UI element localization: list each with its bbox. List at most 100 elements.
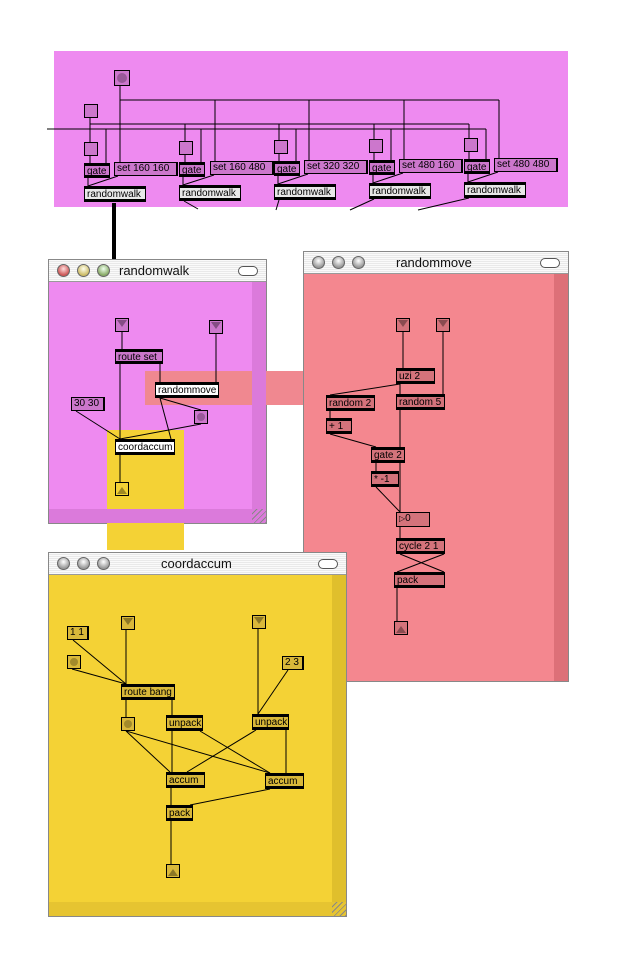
vertical-scrollbar[interactable] <box>252 282 266 509</box>
toolbar-toggle-button[interactable] <box>318 559 338 569</box>
selected-patch-cord[interactable] <box>112 203 116 259</box>
gate-object[interactable]: gate <box>179 162 205 177</box>
random-2-object[interactable]: random 2 <box>326 395 375 411</box>
resize-grip[interactable] <box>332 902 346 916</box>
bang[interactable] <box>194 410 208 424</box>
set-message[interactable]: set 480 480 <box>494 158 558 172</box>
bang-middle[interactable] <box>121 717 135 731</box>
close-button[interactable] <box>57 557 70 570</box>
resize-grip[interactable] <box>252 509 266 523</box>
randomwalk-object[interactable]: randomwalk <box>179 185 241 201</box>
gate-toggle[interactable] <box>84 142 98 156</box>
outlet[interactable] <box>394 621 408 635</box>
message-2-3[interactable]: 2 3 <box>282 656 304 670</box>
cycle-object[interactable]: cycle 2 1 <box>396 538 445 554</box>
inlet-left[interactable] <box>396 318 410 332</box>
patch-cord[interactable] <box>329 433 377 448</box>
coordaccum-object[interactable]: coordaccum <box>115 439 175 455</box>
patch-cord[interactable] <box>375 486 401 513</box>
patch-cord[interactable] <box>72 639 127 685</box>
zoom-button[interactable] <box>352 256 365 269</box>
zoom-button[interactable] <box>97 557 110 570</box>
set-message[interactable]: set 160 480 <box>210 161 274 175</box>
minimize-button[interactable] <box>77 557 90 570</box>
patch-cord[interactable] <box>125 730 171 773</box>
patch-cord[interactable] <box>349 198 375 211</box>
title-bar[interactable]: randomwalk <box>49 260 266 282</box>
patch-cord[interactable] <box>417 197 470 211</box>
patch-cord[interactable] <box>199 730 271 774</box>
route-bang-object[interactable]: route bang <box>121 684 175 700</box>
close-button[interactable] <box>57 264 70 277</box>
unpack-object-right[interactable]: unpack <box>252 714 289 730</box>
randomwalk-object[interactable]: randomwalk <box>464 182 526 198</box>
accum-object-right[interactable]: accum <box>265 773 304 789</box>
patch-cord[interactable] <box>125 730 271 774</box>
unpack-object-left[interactable]: unpack <box>166 715 203 731</box>
title-bar[interactable]: randommove <box>304 252 568 274</box>
patch-cord[interactable] <box>71 668 127 685</box>
toolbar-toggle-button[interactable] <box>238 266 258 276</box>
minimize-button[interactable] <box>77 264 90 277</box>
gate-toggle[interactable] <box>274 140 288 154</box>
gate-object[interactable]: gate <box>84 163 110 178</box>
patch-cord[interactable] <box>277 173 309 185</box>
randomwalk-object[interactable]: randomwalk <box>369 183 431 199</box>
vertical-scrollbar[interactable] <box>554 274 568 681</box>
patch-cord[interactable] <box>182 174 215 186</box>
patch-cord[interactable] <box>275 199 280 211</box>
inlet-right[interactable] <box>209 320 223 334</box>
patch-cord[interactable] <box>75 410 121 440</box>
outlet[interactable] <box>115 482 129 496</box>
minimize-button[interactable] <box>332 256 345 269</box>
patch-cord[interactable] <box>183 200 199 210</box>
patch-cord[interactable] <box>329 383 401 396</box>
patch-cord[interactable] <box>399 553 445 573</box>
vertical-scrollbar[interactable] <box>332 575 346 902</box>
patch-cord[interactable] <box>159 397 172 440</box>
patch-cord[interactable] <box>119 423 202 440</box>
randomwalk-object[interactable]: randomwalk <box>84 186 146 202</box>
times-minus-1-object[interactable]: * -1 <box>371 471 399 487</box>
inlet-right[interactable] <box>436 318 450 332</box>
gate-toggle[interactable] <box>369 139 383 153</box>
bang-left[interactable] <box>67 655 81 669</box>
patch-cord[interactable] <box>87 175 119 187</box>
message-30-30[interactable]: 30 30 <box>71 397 105 411</box>
patch-cord[interactable] <box>159 397 202 411</box>
horizontal-scrollbar[interactable] <box>49 902 346 916</box>
uzi-object[interactable]: uzi 2 <box>396 368 435 384</box>
patch-cord[interactable] <box>186 729 257 773</box>
master-toggle[interactable] <box>84 104 98 118</box>
plus-1-object[interactable]: + 1 <box>326 418 352 434</box>
randommove-object[interactable]: randommove <box>155 382 219 398</box>
gate-object[interactable]: gate <box>464 159 490 174</box>
number-box[interactable]: 0 <box>396 512 430 527</box>
set-message[interactable]: set 160 160 <box>114 162 178 176</box>
master-bang[interactable] <box>114 70 130 86</box>
toolbar-toggle-button[interactable] <box>540 258 560 268</box>
randomwalk-object[interactable]: randomwalk <box>274 184 336 200</box>
inlet-left[interactable] <box>121 616 135 630</box>
outlet[interactable] <box>166 864 180 878</box>
inlet-left[interactable] <box>115 318 129 332</box>
gate-2-object[interactable]: gate 2 <box>371 447 405 463</box>
title-bar[interactable]: coordaccum <box>49 553 346 575</box>
set-message[interactable]: set 320 320 <box>304 160 368 174</box>
set-message[interactable]: set 480 160 <box>399 159 463 173</box>
patch-cord[interactable] <box>467 171 499 183</box>
pack-object[interactable]: pack <box>166 805 193 821</box>
pack-object[interactable]: pack <box>394 572 445 588</box>
gate-object[interactable]: gate <box>274 161 300 176</box>
close-button[interactable] <box>312 256 325 269</box>
random-5-object[interactable]: random 5 <box>396 394 445 410</box>
gate-toggle[interactable] <box>464 138 478 152</box>
patch-cord[interactable] <box>257 669 289 715</box>
accum-object-left[interactable]: accum <box>166 772 205 788</box>
patch-cord[interactable] <box>372 172 404 184</box>
gate-toggle[interactable] <box>179 141 193 155</box>
patch-cord[interactable] <box>396 553 445 573</box>
horizontal-scrollbar[interactable] <box>49 509 266 523</box>
message-1-1[interactable]: 1 1 <box>67 626 89 640</box>
patch-cord[interactable] <box>189 788 271 806</box>
